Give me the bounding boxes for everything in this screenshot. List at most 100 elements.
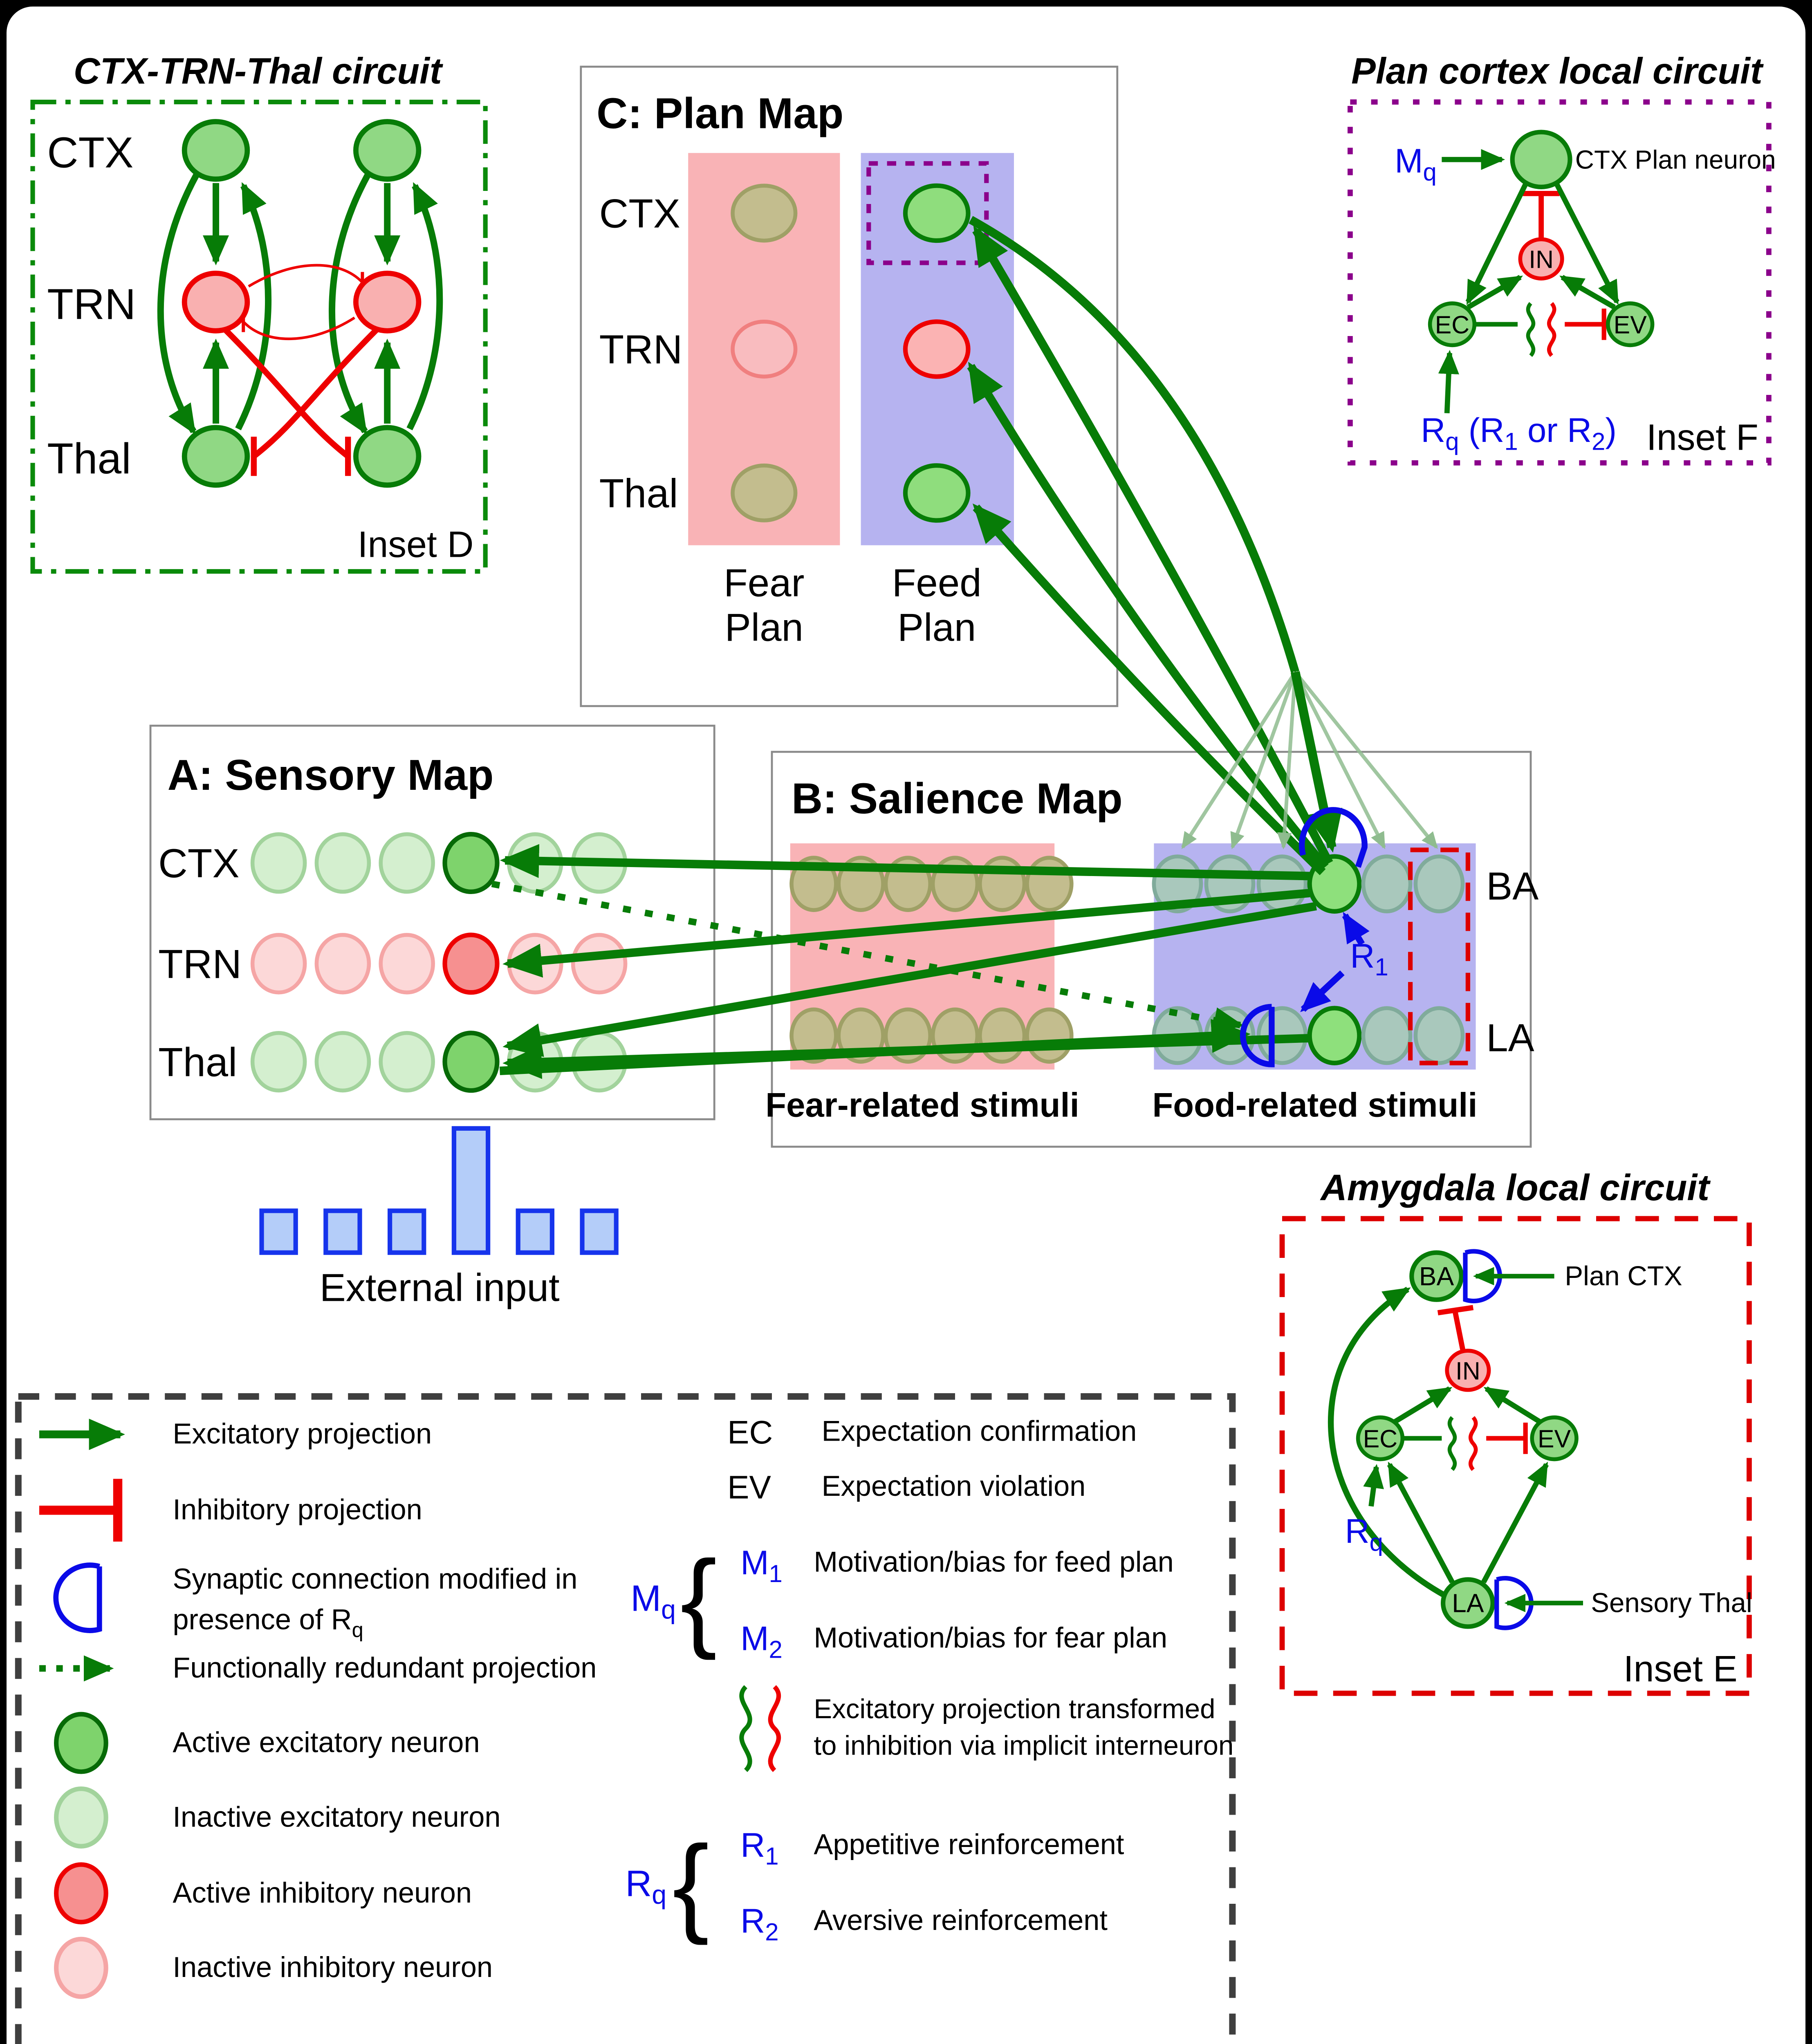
active-inhibitory-neuron-icon xyxy=(54,1862,108,1925)
r1-desc: Appetitive reinforcement xyxy=(814,1828,1124,1860)
inactive-exc-label: Inactive excitatory neuron xyxy=(173,1800,500,1833)
inset-e-excitatory-arrows xyxy=(1387,1386,1549,1584)
m1-abbrev: M1 xyxy=(740,1544,783,1587)
ctx-plan-neuron xyxy=(1510,130,1572,189)
la-to-ba-curve-arrow xyxy=(1328,1286,1446,1598)
feed-thal-neuron-active xyxy=(903,463,971,523)
inset-f-plan-cortex-local-circuit: Plan cortex local circuit Mq CTX Plan ne… xyxy=(1348,51,1776,466)
external-input-bars xyxy=(259,1126,619,1255)
green-squiggle-icon xyxy=(739,1685,752,1772)
ec-neuron-label: EC xyxy=(1435,311,1469,339)
projections: R1 xyxy=(491,216,1438,1079)
external-input: External input xyxy=(259,1126,619,1309)
inset-d-neurons xyxy=(182,119,422,488)
active-excitatory-neuron-icon xyxy=(54,1712,108,1774)
ba-to-sensory-ctx-arrow xyxy=(500,844,1310,881)
salience-map-title: B: Salience Map xyxy=(792,774,1123,823)
ctx-plan-neuron-label: CTX Plan neuron xyxy=(1575,145,1776,175)
redundant-label: Functionally redundant projection xyxy=(173,1652,597,1684)
sensory-row-trn: TRN xyxy=(158,941,242,987)
active-exc-label: Active excitatory neuron xyxy=(173,1726,480,1758)
red-squiggle xyxy=(1547,302,1556,357)
sensory-row-ctx: CTX xyxy=(158,841,239,886)
mq-label: Mq xyxy=(1395,142,1437,186)
inset-d-border xyxy=(30,99,488,574)
plan-ctx-fan-arrows xyxy=(1181,671,1438,849)
sensory-ctx-active-neuron xyxy=(442,832,500,894)
fear-ctx-neuron-inactive xyxy=(731,184,798,243)
feed-plan-label-1: Feed xyxy=(892,561,982,605)
fear-thal-neuron-inactive xyxy=(731,463,798,522)
rq-label: Rq (R1 or R2) xyxy=(1421,411,1617,455)
ev-desc: Expectation violation xyxy=(822,1470,1086,1502)
plan-map: C: Plan Map CTX TRN Thal Fear Plan Feed … xyxy=(580,65,1119,707)
trn-neuron xyxy=(182,271,250,334)
synaptic-label-line1: Synaptic connection modified in xyxy=(173,1562,577,1595)
squiggle-label-line1: Excitatory projection transformed xyxy=(814,1694,1215,1724)
in-inhibits-plan-tbar xyxy=(1523,191,1560,238)
trn-neuron xyxy=(353,271,422,334)
ev-neuron-label: EV xyxy=(1538,1425,1571,1453)
inset-d-row-thal: Thal xyxy=(47,435,131,483)
ba-neuron xyxy=(1409,1250,1464,1302)
inset-e-title: Amygdala local circuit xyxy=(1320,1167,1711,1208)
ec-neuron xyxy=(1356,1415,1405,1461)
red-squiggle xyxy=(1469,1416,1478,1471)
inset-d-excitatory-arrows xyxy=(157,173,443,435)
green-squiggle xyxy=(1447,1416,1457,1471)
plan-ctx-label: Plan CTX xyxy=(1565,1261,1682,1291)
inset-d-title: CTX-TRN-Thal circuit xyxy=(74,51,443,92)
inhibitory-label: Inhibitory projection xyxy=(173,1493,422,1526)
inhibitory-tbar-icon xyxy=(39,1479,123,1542)
la-synapse-dome xyxy=(1240,1004,1275,1067)
r2-desc: Aversive reinforcement xyxy=(814,1904,1108,1936)
sensory-map-title: A: Sensory Map xyxy=(168,751,494,799)
thal-neuron xyxy=(353,425,422,488)
fear-plan-label-1: Fear xyxy=(724,561,804,605)
external-input-bar-tall xyxy=(451,1126,491,1255)
in-neuron xyxy=(1518,237,1564,281)
mq-abbrev: Mq xyxy=(630,1578,676,1625)
rq-to-ec-arrow xyxy=(1363,1464,1384,1507)
ec-neuron xyxy=(1428,301,1477,347)
inset-d-tag: Inset D xyxy=(358,524,474,565)
thal-neuron xyxy=(182,425,250,488)
inset-f-excitatory-arrows xyxy=(1465,183,1619,327)
legend-border xyxy=(15,1393,1236,2044)
selected-plan-neuron-box xyxy=(866,161,989,265)
m2-desc: Motivation/bias for fear plan xyxy=(814,1621,1167,1654)
ba-to-sensory-thal-arrow xyxy=(502,902,1317,1057)
plan-map-border xyxy=(580,65,1119,707)
sensory-thal-active-neuron xyxy=(442,1031,500,1093)
fear-stimuli-label: Fear-related stimuli xyxy=(765,1086,1079,1124)
inset-d-ctx-trn-thal-circuit: CTX-TRN-Thal circuit CTX TRN Thal xyxy=(30,51,488,574)
ec-inhibits-ev-tbar xyxy=(1486,1422,1528,1454)
legend: Excitatory projection Inhibitory project… xyxy=(15,1393,1236,2044)
plan-ctx-to-ba-arrow xyxy=(1291,671,1343,853)
inset-d-row-ctx: CTX xyxy=(47,128,133,177)
rq-abbrev: Rq xyxy=(626,1863,667,1910)
ev-abbrev: EV xyxy=(727,1469,771,1505)
in-inhibits-ba-tbar xyxy=(1437,1305,1474,1350)
fear-trn-neuron-inactive xyxy=(731,320,798,379)
la-neuron-label: LA xyxy=(1452,1589,1484,1618)
la-active-neuron xyxy=(1307,1006,1362,1065)
inactive-inh-label: Inactive inhibitory neuron xyxy=(173,1951,493,1983)
ctx-neuron xyxy=(353,119,422,182)
feed-plan-label-2: Plan xyxy=(897,605,976,649)
ba-row-label: BA xyxy=(1486,865,1538,908)
inset-f-title: Plan cortex local circuit xyxy=(1351,51,1764,92)
inset-e-tag: Inset E xyxy=(1624,1648,1738,1689)
in-neuron-label: IN xyxy=(1529,246,1554,273)
synapse-dome-icon xyxy=(53,1562,102,1633)
plan-ctx-to-ba-trunk xyxy=(969,216,1299,673)
comparison-column-box xyxy=(1408,847,1470,1065)
ec-abbrev: EC xyxy=(727,1414,773,1450)
sensory-row-thal: Thal xyxy=(158,1040,237,1085)
feed-ctx-neuron-active xyxy=(903,183,971,243)
feed-trn-neuron-active xyxy=(903,319,971,379)
active-inh-label: Active inhibitory neuron xyxy=(173,1876,472,1909)
squiggle-label-line2: to inhibition via implicit interneuron xyxy=(814,1730,1233,1761)
